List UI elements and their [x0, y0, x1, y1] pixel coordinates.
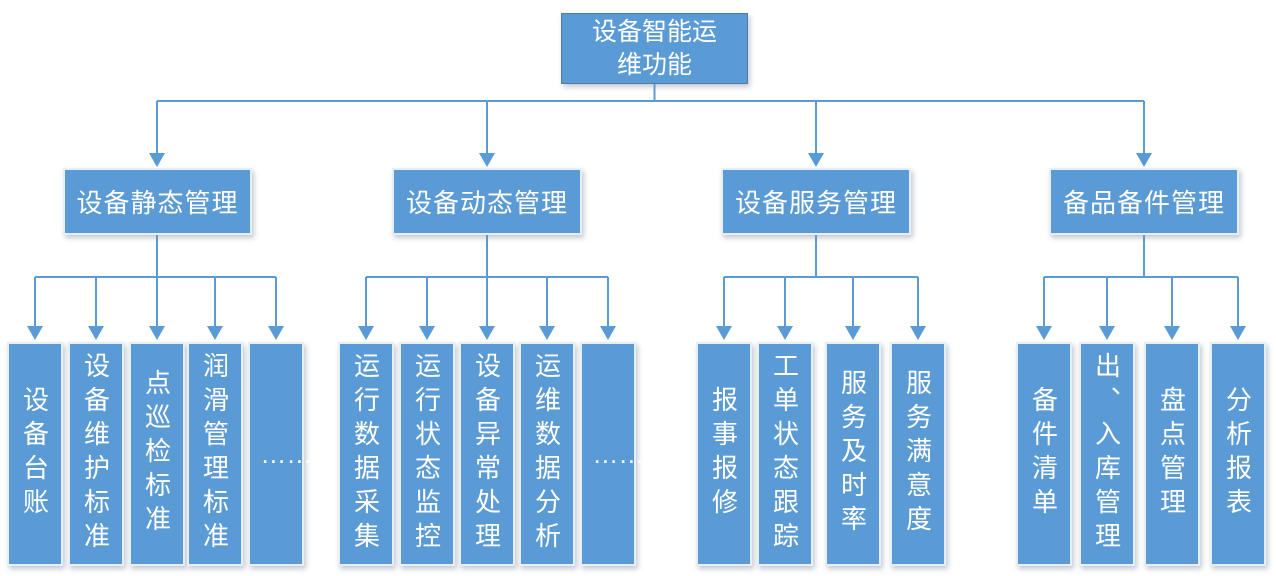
leaf-node: 润滑管理标准 — [187, 342, 243, 566]
leaf-node: 服务满意度 — [890, 342, 946, 566]
leaf-node: 报事报修 — [696, 342, 752, 566]
group-header-dynamic-mgmt: 设备动态管理 — [392, 168, 582, 235]
leaf-node: 备件清单 — [1016, 342, 1072, 566]
group-header-service-mgmt: 设备服务管理 — [721, 168, 911, 235]
root-node: 设备智能运 维功能 — [561, 13, 748, 84]
leaf-node: 运行数据采集 — [338, 342, 394, 566]
group-header-spareparts-mgmt: 备品备件管理 — [1049, 168, 1239, 235]
leaf-node: 工单状态跟踪 — [757, 342, 813, 566]
ellipsis-text: …… — [592, 438, 645, 469]
leaf-node: 点巡检标准 — [129, 342, 185, 566]
leaf-node-ellipsis: …… — [248, 342, 313, 566]
leaf-node-ellipsis: …… — [580, 342, 645, 566]
arrowheads-level1 — [149, 153, 1152, 167]
leaf-node: 服务及时率 — [825, 342, 881, 566]
leaf-node: 运行状态监控 — [399, 342, 455, 566]
leaf-node: 设备台账 — [7, 342, 63, 566]
arrowheads-level2 — [27, 326, 1246, 340]
leaf-node: 设备维护标准 — [68, 342, 124, 566]
leaf-node: 设备异常处理 — [459, 342, 515, 566]
leaf-node: 运维数据分析 — [519, 342, 575, 566]
group-header-static-mgmt: 设备静态管理 — [63, 168, 252, 235]
leaf-node: 分析报表 — [1210, 342, 1266, 566]
leaf-node: 盘点管理 — [1144, 342, 1200, 566]
ellipsis-text: …… — [260, 438, 313, 469]
leaf-node: 出、入库管理 — [1079, 342, 1135, 566]
